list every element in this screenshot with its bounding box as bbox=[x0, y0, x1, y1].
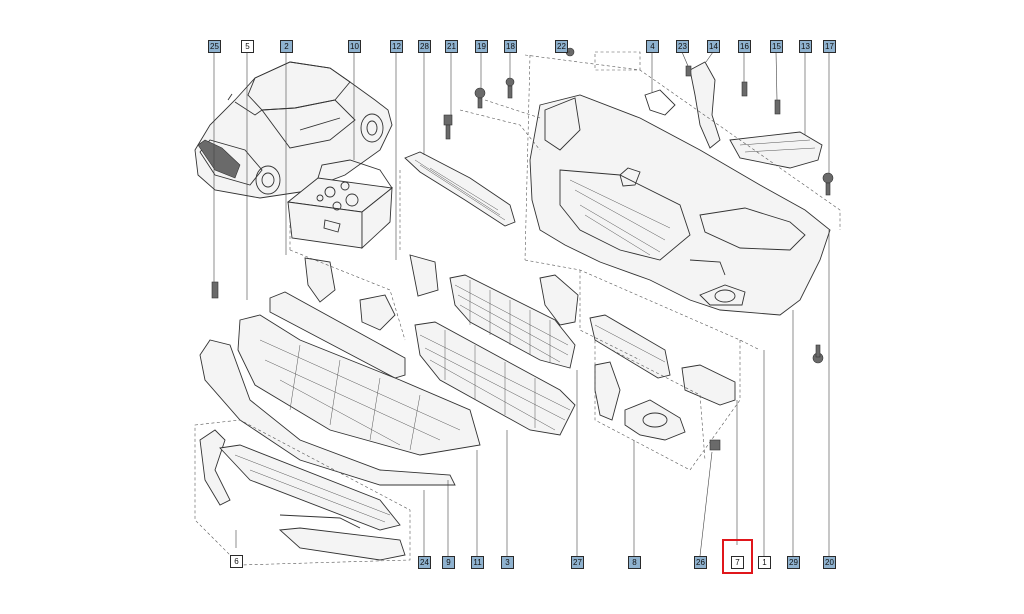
callout-22[interactable]: 22 bbox=[555, 40, 568, 53]
callout-11[interactable]: 11 bbox=[471, 556, 484, 569]
car-thumbnail bbox=[194, 61, 393, 199]
callout-27[interactable]: 27 bbox=[571, 556, 584, 569]
callout-5[interactable]: 5 bbox=[241, 40, 254, 53]
side-brackets bbox=[644, 61, 823, 169]
fog-light-area-parts bbox=[539, 274, 736, 441]
bumper-beam bbox=[269, 291, 406, 379]
small-brackets bbox=[304, 254, 439, 331]
callout-21[interactable]: 21 bbox=[445, 40, 458, 53]
lower-grille bbox=[414, 274, 576, 436]
callout-6[interactable]: 6 bbox=[230, 555, 243, 568]
upper-grille-strip bbox=[404, 151, 516, 227]
callout-28[interactable]: 28 bbox=[418, 40, 431, 53]
callout-17[interactable]: 17 bbox=[823, 40, 836, 53]
callout-7[interactable]: 7 bbox=[731, 556, 744, 569]
callout-4[interactable]: 4 bbox=[646, 40, 659, 53]
callout-2[interactable]: 2 bbox=[280, 40, 293, 53]
spoiler-set bbox=[199, 429, 406, 561]
callout-13[interactable]: 13 bbox=[799, 40, 812, 53]
callout-25-top[interactable]: 25 bbox=[208, 40, 221, 53]
assembly-frames bbox=[194, 51, 841, 566]
callout-29[interactable]: 29 bbox=[787, 556, 800, 569]
callout-1[interactable]: 1 bbox=[758, 556, 771, 569]
front-bumper-cover bbox=[529, 94, 831, 316]
fasteners bbox=[211, 47, 834, 451]
callout-20[interactable]: 20 bbox=[823, 556, 836, 569]
callout-18[interactable]: 18 bbox=[504, 40, 517, 53]
callout-16[interactable]: 16 bbox=[738, 40, 751, 53]
callout-15[interactable]: 15 bbox=[770, 40, 783, 53]
callout-14[interactable]: 14 bbox=[707, 40, 720, 53]
fixings-kit-box bbox=[286, 159, 394, 250]
callout-9[interactable]: 9 bbox=[442, 556, 455, 569]
callout-8[interactable]: 8 bbox=[628, 556, 641, 569]
callout-26[interactable]: 26 bbox=[694, 556, 707, 569]
callout-23[interactable]: 23 bbox=[676, 40, 689, 53]
callout-10[interactable]: 10 bbox=[348, 40, 361, 53]
leader-lines bbox=[213, 51, 830, 557]
callout-19[interactable]: 19 bbox=[475, 40, 488, 53]
callout-3[interactable]: 3 bbox=[501, 556, 514, 569]
selected-part-highlight bbox=[722, 539, 753, 574]
callout-24[interactable]: 24 bbox=[418, 556, 431, 569]
callout-12[interactable]: 12 bbox=[390, 40, 403, 53]
